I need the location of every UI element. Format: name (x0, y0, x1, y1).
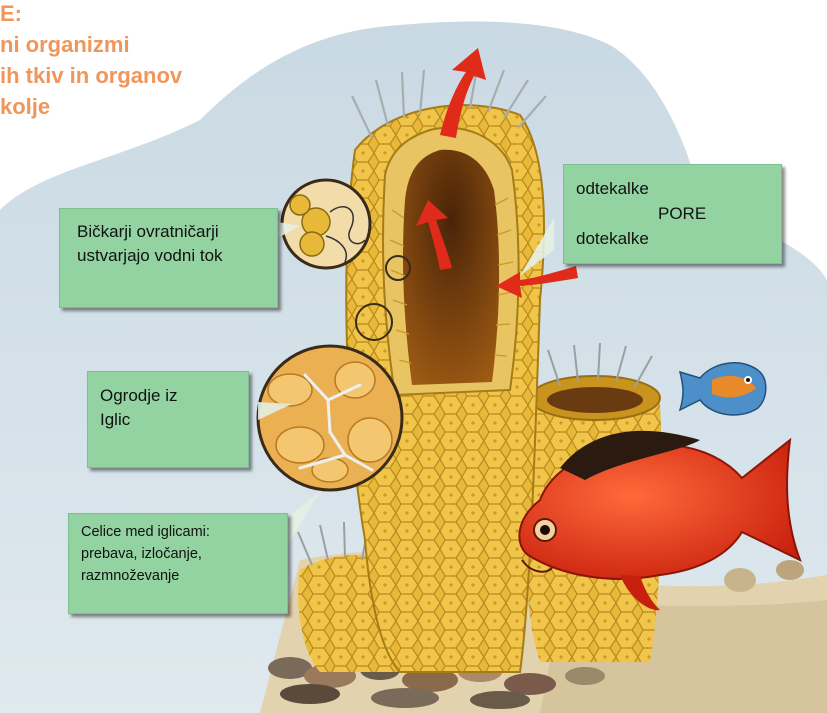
choanocytes-line-2: ustvarjajo vodni tok (77, 246, 223, 266)
pores-inflow-label: dotekalke (576, 229, 649, 249)
title-line-1: E: (0, 0, 182, 29)
choanocytes-callout: Bičkarji ovratničarji ustvarjajo vodni t… (59, 208, 278, 308)
pores-heading: PORE (658, 204, 706, 224)
pores-callout: odtekalke PORE dotekalke (563, 164, 782, 264)
title-line-2: ni organizmi (0, 29, 182, 60)
title-line-4: kolje (0, 91, 182, 122)
page-title: E: ni organizmi ih tkiv in organov kolje (0, 0, 182, 122)
skeleton-line-2: Iglic (100, 410, 130, 430)
cells-line-2: prebava, izločanje, (81, 546, 202, 562)
cells-line-1: Celice med iglicami: (81, 524, 210, 540)
skeleton-line-1: Ogrodje iz (100, 386, 177, 406)
pores-outflow-label: odtekalke (576, 179, 649, 199)
title-line-3: ih tkiv in organov (0, 60, 182, 91)
cells-line-3: razmnoževanje (81, 568, 179, 584)
choanocytes-line-1: Bičkarji ovratničarji (77, 222, 219, 242)
cells-callout: Celice med iglicami: prebava, izločanje,… (68, 513, 288, 614)
skeleton-callout: Ogrodje iz Iglic (87, 371, 249, 468)
